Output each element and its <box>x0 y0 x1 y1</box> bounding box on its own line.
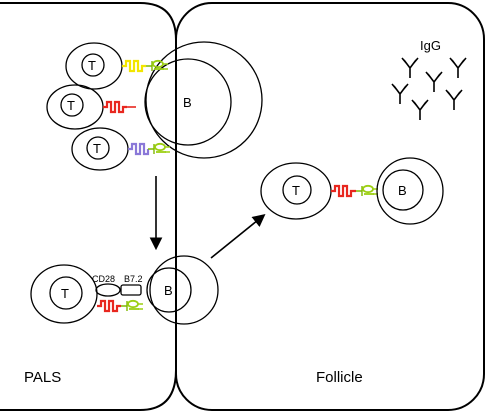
b-cell-bottom: B <box>146 255 219 325</box>
t-cell-bottom-label: T <box>61 286 69 301</box>
cd28-label: CD28 <box>92 274 115 284</box>
follicle-region-boundary <box>175 2 485 411</box>
tcr-red-1 <box>103 100 127 114</box>
t-cell-1: T <box>65 42 123 90</box>
tcr-red-bottom <box>97 299 121 313</box>
pals-label: PALS <box>24 369 61 386</box>
cd28-molecule <box>95 283 121 297</box>
t-cell-2: T <box>46 84 104 130</box>
tcr-purple <box>128 142 150 156</box>
b72-molecule <box>120 284 142 296</box>
tcr-red-follicle <box>331 184 356 198</box>
t-cell-3-label: T <box>93 141 101 156</box>
b-cell-top-label: B <box>183 95 192 110</box>
b-cell-top: B <box>144 41 263 159</box>
t-cell-2-label: T <box>67 98 75 113</box>
follicle-label: Follicle <box>316 369 363 386</box>
mhc-green-3 <box>147 142 171 155</box>
t-cell-1-label: T <box>88 58 96 73</box>
igg-label: IgG <box>420 38 441 53</box>
igg-antibodies <box>391 57 467 121</box>
b-cell-follicle: B <box>376 157 444 225</box>
mhc-green-follicle <box>355 184 379 197</box>
t-cell-follicle-label: T <box>292 183 300 198</box>
t-cell-follicle: T <box>260 162 332 220</box>
b72-label: B7.2 <box>124 274 143 284</box>
arrow-diagonal <box>210 213 266 259</box>
t-cell-3: T <box>71 127 129 171</box>
b-cell-bottom-label: B <box>164 283 173 298</box>
b-cell-follicle-label: B <box>398 183 407 198</box>
t-cell-bottom: T <box>30 264 98 324</box>
mhc-green-bottom <box>120 299 144 312</box>
tcr-yellow <box>122 59 146 73</box>
